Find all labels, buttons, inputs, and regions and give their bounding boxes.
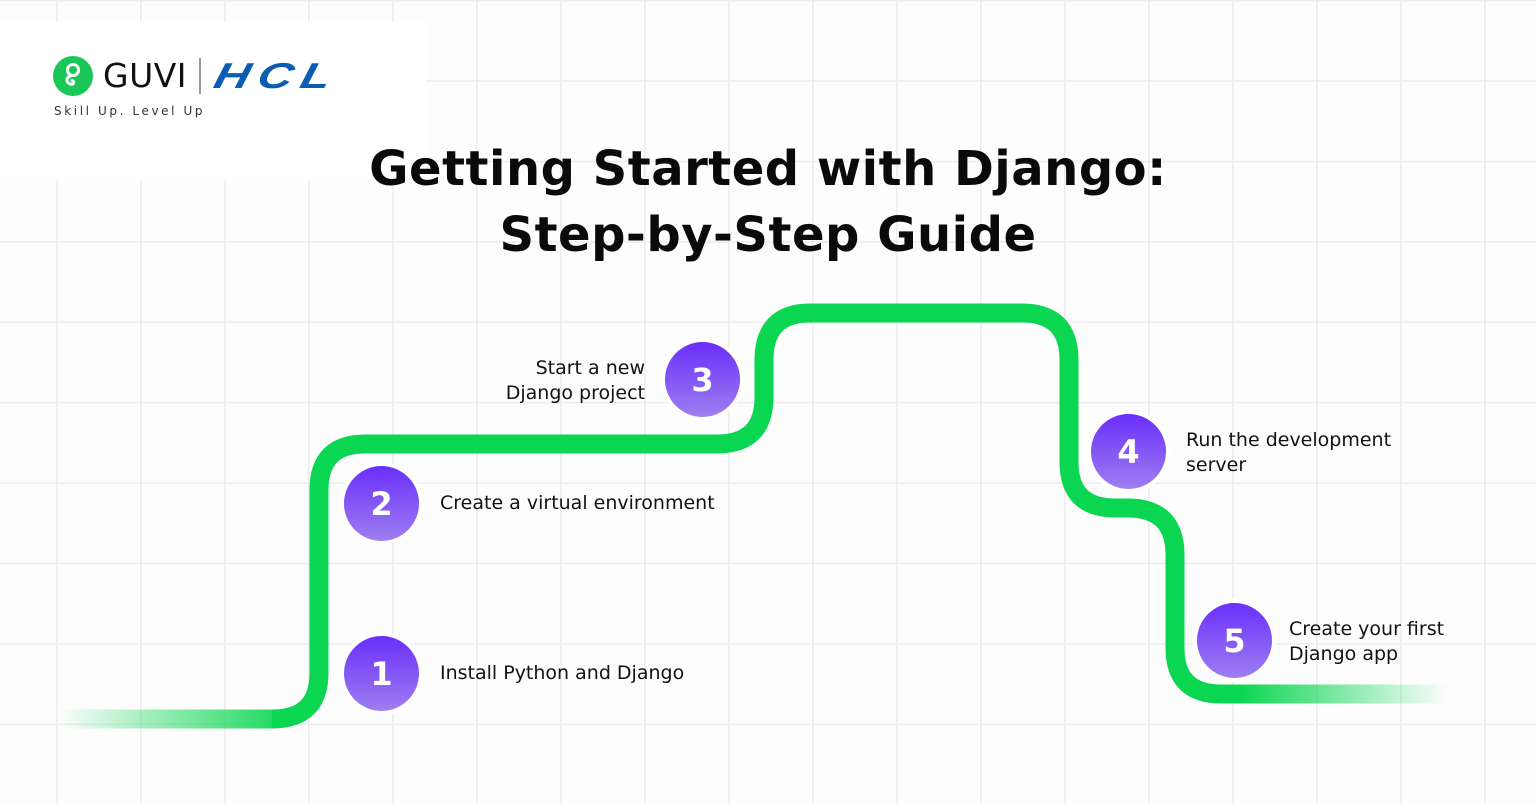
brand-logos: GUVI HCL — [53, 55, 344, 96]
step-2-number: 2 — [370, 484, 393, 523]
title-line-1: Getting Started with Django: — [369, 141, 1167, 197]
step-4-badge: 4 — [1091, 414, 1166, 489]
step-2-label-line: Create a virtual environment — [440, 492, 715, 514]
step-2-label: Create a virtual environment — [440, 491, 715, 516]
title-line-2: Step-by-Step Guide — [499, 207, 1037, 263]
step-1-label: Install Python and Django — [440, 661, 684, 686]
guvi-wordmark: GUVI — [103, 56, 188, 95]
step-4-label-line-2: server — [1186, 454, 1247, 476]
step-4-label: Run the development server — [1186, 428, 1391, 478]
step-2-badge: 2 — [344, 466, 419, 541]
step-5-number: 5 — [1223, 621, 1246, 660]
step-3-badge: 3 — [665, 342, 740, 417]
step-3-number: 3 — [691, 360, 714, 399]
brand-tagline: Skill Up. Level Up — [54, 104, 206, 118]
logo-divider — [199, 58, 201, 94]
step-4-number: 4 — [1117, 432, 1140, 471]
step-1-number: 1 — [370, 654, 393, 693]
step-5-label: Create your first Django app — [1289, 617, 1444, 667]
step-1-badge: 1 — [344, 636, 419, 711]
guvi-logo-icon — [53, 56, 93, 96]
step-4-label-line-1: Run the development — [1186, 429, 1392, 451]
step-3-label-line-2: Django project — [505, 382, 645, 404]
logo-panel — [0, 22, 426, 180]
step-1-label-line: Install Python and Django — [440, 662, 685, 684]
page-title: Getting Started with Django: Step-by-Ste… — [0, 136, 1536, 268]
step-5-badge: 5 — [1197, 603, 1272, 678]
step-5-label-line-1: Create your first — [1289, 618, 1445, 640]
step-3-label-line-1: Start a new — [535, 357, 645, 379]
step-3-label: Start a new Django project — [506, 356, 645, 406]
step-5-label-line-2: Django app — [1289, 643, 1399, 665]
